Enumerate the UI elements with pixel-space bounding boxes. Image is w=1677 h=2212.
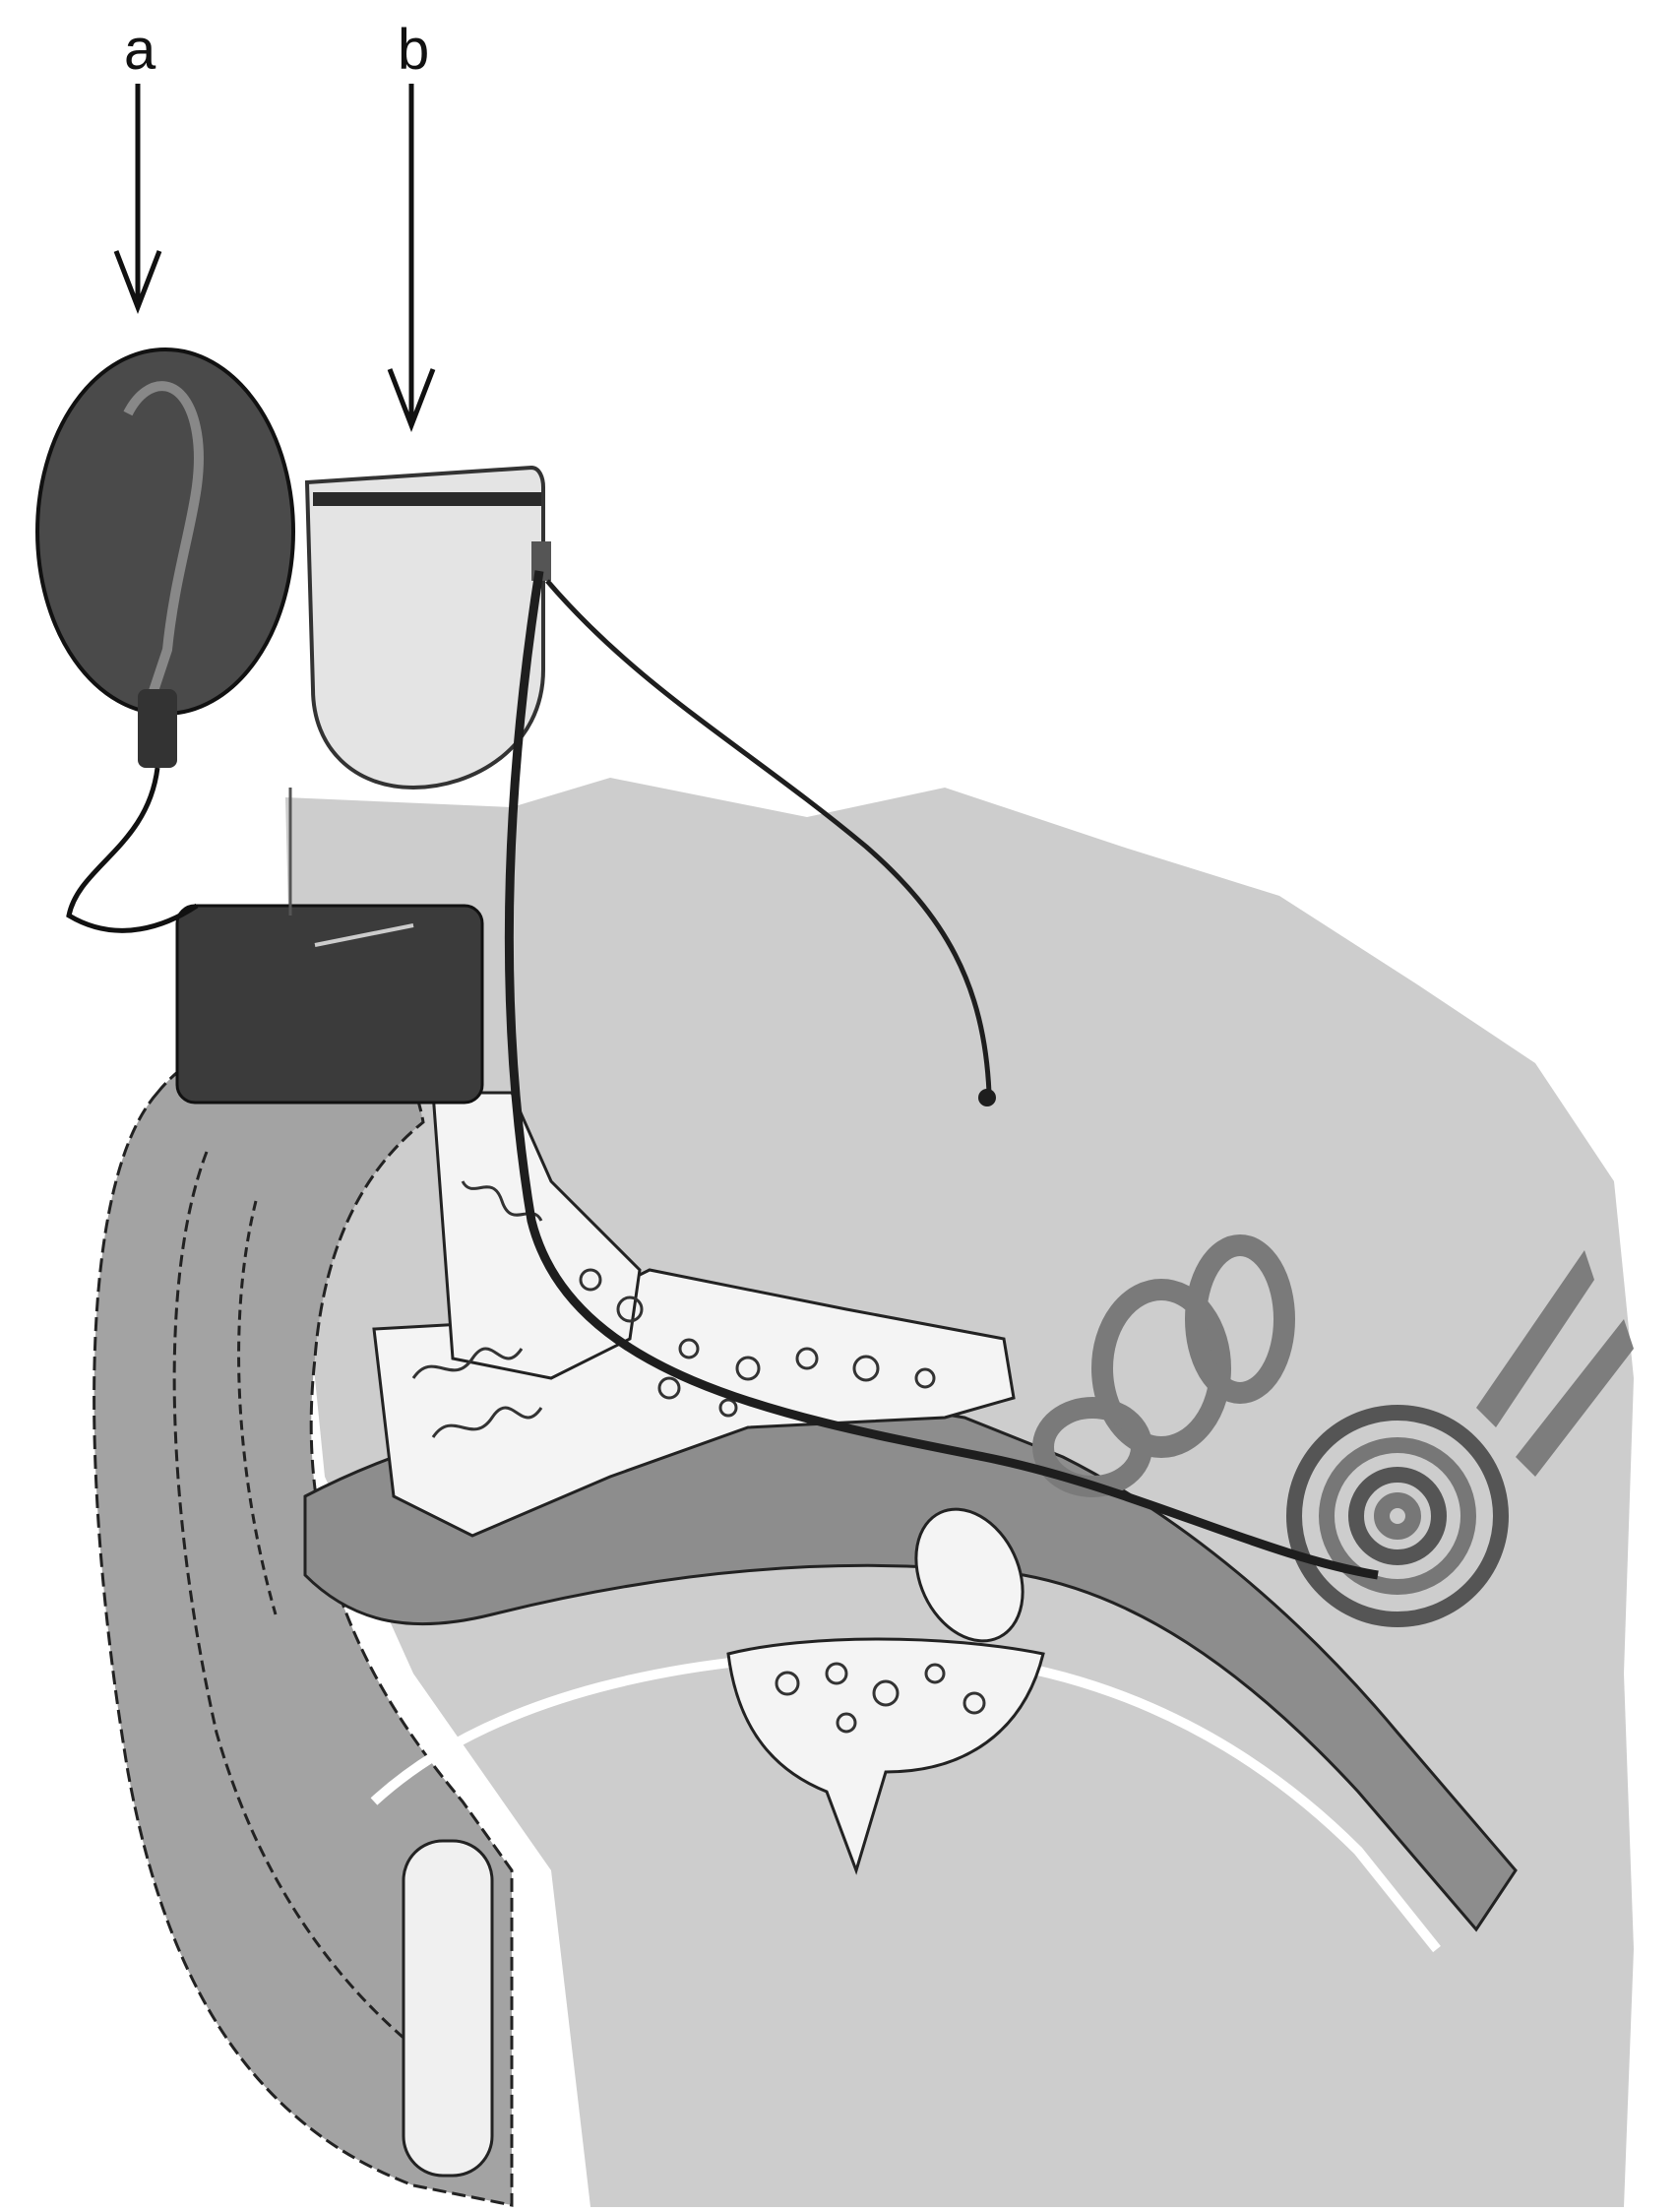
speech-processor [177, 906, 482, 1103]
label-a: a [124, 22, 155, 79]
label-b: b [398, 22, 429, 79]
arrow-a [116, 84, 159, 307]
component-b-receiver [307, 468, 543, 788]
cable-a [69, 768, 197, 930]
arrow-b [390, 84, 433, 425]
earlobe-inner [404, 1841, 492, 2176]
